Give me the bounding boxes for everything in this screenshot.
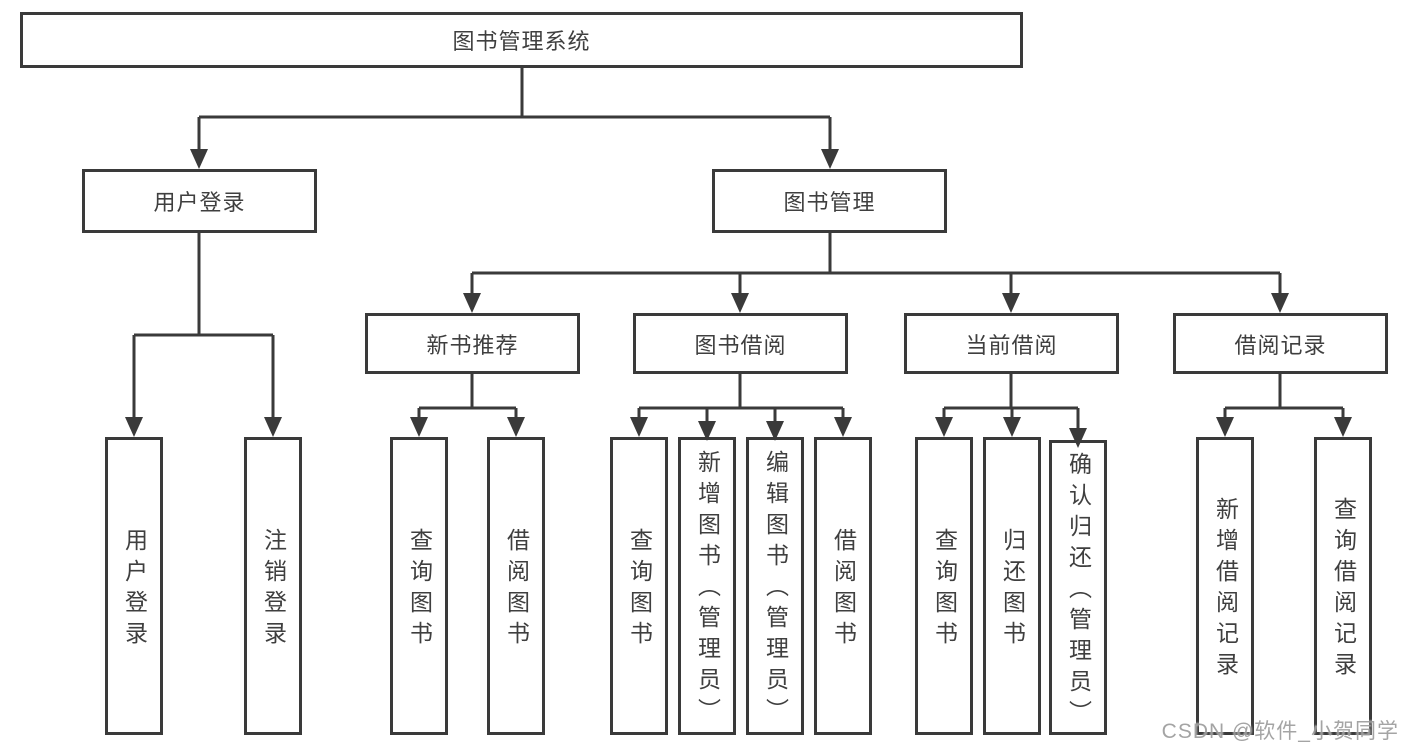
leaf-query-books-recommend: 查询图书 <box>390 437 448 735</box>
node-label: 图书借阅 <box>694 332 787 358</box>
node-label: 借阅图书 <box>830 527 857 652</box>
node-label: 新书推荐 <box>426 332 519 358</box>
node-label: 归还图书 <box>999 527 1026 652</box>
leaf-query-books-borrowing: 查询图书 <box>610 437 668 735</box>
node-label: 新增借阅记录 <box>1212 496 1239 683</box>
leaf-borrow-books-recommend: 借阅图书 <box>487 437 545 735</box>
node-library-system: 图书管理系统 <box>20 12 1023 68</box>
leaf-user-login: 用户登录 <box>105 437 163 735</box>
node-label: 用户登录 <box>153 190 246 215</box>
leaf-query-borrow-record: 查询借阅记录 <box>1314 437 1372 735</box>
node-label: 借阅图书 <box>503 527 530 652</box>
leaf-return-books: 归还图书 <box>983 437 1041 735</box>
node-label: 确认归还（管理员） <box>1065 451 1092 731</box>
leaf-edit-books-admin: 编辑图书（管理员） <box>746 437 804 735</box>
leaf-query-books-current: 查询图书 <box>915 437 973 735</box>
node-book-management: 图书管理 <box>712 169 947 233</box>
node-user-login: 用户登录 <box>82 169 317 233</box>
leaf-borrow-books-borrowing: 借阅图书 <box>814 437 872 735</box>
node-label: 借阅记录 <box>1234 332 1327 358</box>
leaf-add-books-admin: 新增图书（管理员） <box>678 437 736 735</box>
node-current-borrowing: 当前借阅 <box>904 313 1119 374</box>
node-label: 图书管理 <box>783 190 876 215</box>
connector-paths <box>132 68 1345 435</box>
node-label: 图书管理系统 <box>452 29 591 54</box>
leaf-add-borrow-record: 新增借阅记录 <box>1196 437 1254 735</box>
node-label: 查询图书 <box>406 527 433 652</box>
leaf-confirm-return-admin: 确认归还（管理员） <box>1049 440 1107 735</box>
node-label: 查询图书 <box>626 527 653 652</box>
node-label: 查询借阅记录 <box>1330 496 1357 683</box>
node-new-book-recommend: 新书推荐 <box>365 313 580 374</box>
leaf-logout-login: 注销登录 <box>244 437 302 735</box>
node-label: 编辑图书（管理员） <box>762 450 789 729</box>
node-label: 查询图书 <box>931 527 958 652</box>
node-label: 当前借阅 <box>965 332 1058 358</box>
node-book-borrowing: 图书借阅 <box>633 313 848 374</box>
node-label: 新增图书（管理员） <box>694 450 721 729</box>
node-label: 用户登录 <box>121 527 148 652</box>
node-label: 注销登录 <box>260 527 287 652</box>
node-borrowing-records: 借阅记录 <box>1173 313 1388 374</box>
